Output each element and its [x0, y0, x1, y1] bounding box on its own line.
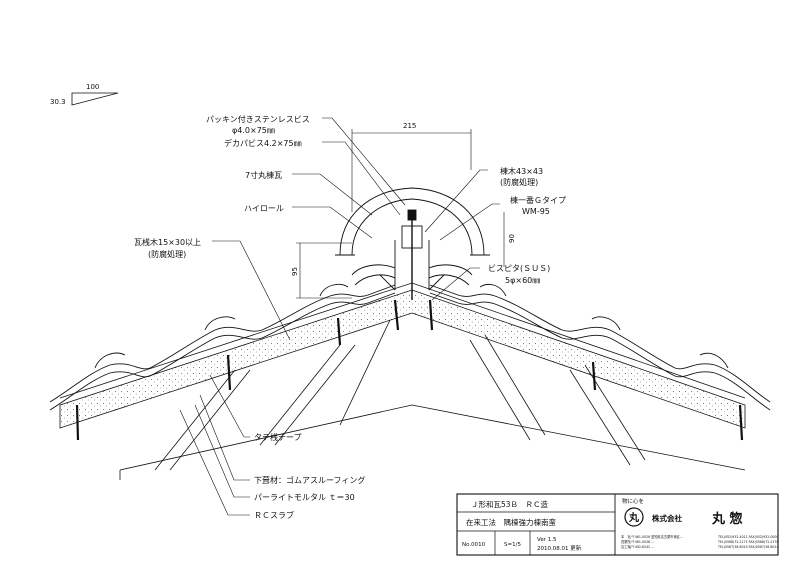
title-block: Ｊ形和瓦53Ｂ ＲＣ造 在来工法 隅棟強力棟南蛮 No.0010 S=1/5 V… — [456, 493, 779, 556]
label-batten: 瓦桟木15×30以上 — [134, 237, 201, 247]
company-logo-icon — [624, 507, 644, 527]
roof-tiles-left — [49, 284, 396, 411]
ridge-assembly — [335, 187, 490, 300]
title-method: 在来工法 隅棟強力棟南蛮 — [466, 517, 556, 527]
company-name: 丸 惣 — [711, 511, 743, 527]
label-packing-screw: パッキン付きステンレスビス — [206, 114, 310, 124]
phone-line-1: TEL(052)932-4011 FAX(052)932-0000 — [717, 535, 779, 539]
title-version: Ver 1.5 — [537, 537, 557, 543]
label-bispita: ビスピタ(ＳＵＳ) — [488, 264, 550, 273]
address-line-2: 営業所/〒461-0026 … — [621, 539, 654, 544]
phone-line-3: TEL(0587)36-8010 FAX(0587)36-8014 — [717, 545, 779, 549]
address-line-1: 本 社/〒461-0026 愛知県名古屋市東区… — [621, 534, 683, 539]
label-maru-gawara: 7寸丸棟瓦 — [245, 170, 282, 180]
dim-90: 90 — [508, 234, 516, 243]
label-ridge-wood-note: (防腐処理) — [500, 177, 538, 187]
label-deca-screw: デカパビス4.2×75㎜ — [224, 138, 302, 148]
title-scale: S=1/5 — [504, 542, 521, 548]
company-logo-mark: 丸 — [628, 511, 640, 524]
title-date: 2010.08.01 更新 — [537, 544, 582, 552]
label-batten-note: (防腐処理) — [148, 249, 186, 259]
label-hi-roll: ハイロール — [244, 204, 284, 213]
rc-slab — [59, 282, 746, 480]
slope-rise: 30.3 — [50, 98, 66, 106]
roof-tiles-right — [429, 284, 771, 411]
label-packing-screw-size: φ4.0×75㎜ — [232, 126, 275, 135]
title-tile-type: Ｊ形和瓦53Ｂ ＲＣ造 — [471, 499, 549, 509]
company-prefix: 株式会社 — [652, 513, 682, 523]
leader-lines — [179, 117, 500, 516]
address-line-3: 瓦工場/〒492-8242 … — [621, 544, 654, 549]
phone-line-2: TEL(0568)72-2171 FAX(0568)72-2178 — [717, 540, 779, 544]
slope-indicator: 100 30.3 — [50, 83, 119, 106]
label-ridge-wood: 棟木43×43 — [500, 166, 543, 176]
label-tate-tape: タテ桟テープ — [254, 432, 302, 442]
label-bispita-size: 5φ×60㎜ — [505, 276, 540, 285]
label-ridge-bracket: 棟一番Ｇタイプ — [510, 195, 566, 205]
label-underlay: 下葺材：ゴムアスルーフィング — [254, 475, 365, 485]
battens — [75, 299, 744, 441]
slope-run: 100 — [86, 83, 99, 91]
label-perlite: パーライトモルタル ｔ＝30 — [254, 493, 355, 502]
title-drawing-no: No.0010 — [462, 542, 486, 548]
callout-labels: パッキン付きステンレスビス φ4.0×75㎜ デカパビス4.2×75㎜ 7寸丸棟… — [134, 114, 566, 520]
company-motto: 物に心を — [622, 497, 644, 505]
dim-215: 215 — [403, 122, 416, 130]
label-rc-slab: ＲＣスラブ — [254, 510, 294, 520]
label-ridge-bracket-model: WM-95 — [522, 207, 550, 216]
dim-95: 95 — [291, 267, 299, 276]
dimension-lines — [296, 129, 505, 299]
